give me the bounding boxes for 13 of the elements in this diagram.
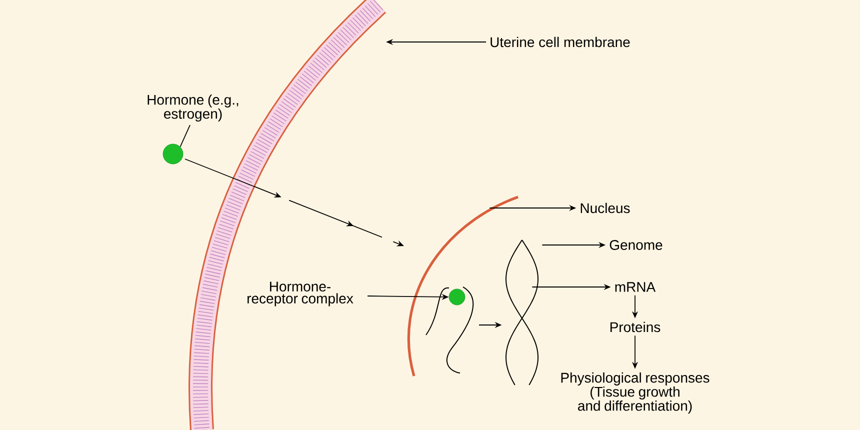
label-text: Hormone (e.g., estrogen) — [148, 94, 238, 122]
label-text: Genome — [610, 240, 662, 250]
nucleus-membrane — [407, 196, 518, 376]
receptor-complex-drawing — [426, 286, 474, 374]
label-text: Physiological responses (Tissue growth and differentiation) — [561, 372, 710, 414]
label-text: Proteins — [610, 322, 660, 332]
label-text: Uterine cell membrane — [490, 36, 630, 48]
hormone-circle — [162, 144, 184, 164]
label-text: mRNA — [615, 282, 656, 292]
leader-line — [180, 124, 190, 148]
dna-helix-drawing — [506, 240, 538, 386]
label-text: Nucleus — [580, 202, 630, 214]
label-text: Hormone-receptor complex — [248, 282, 354, 306]
